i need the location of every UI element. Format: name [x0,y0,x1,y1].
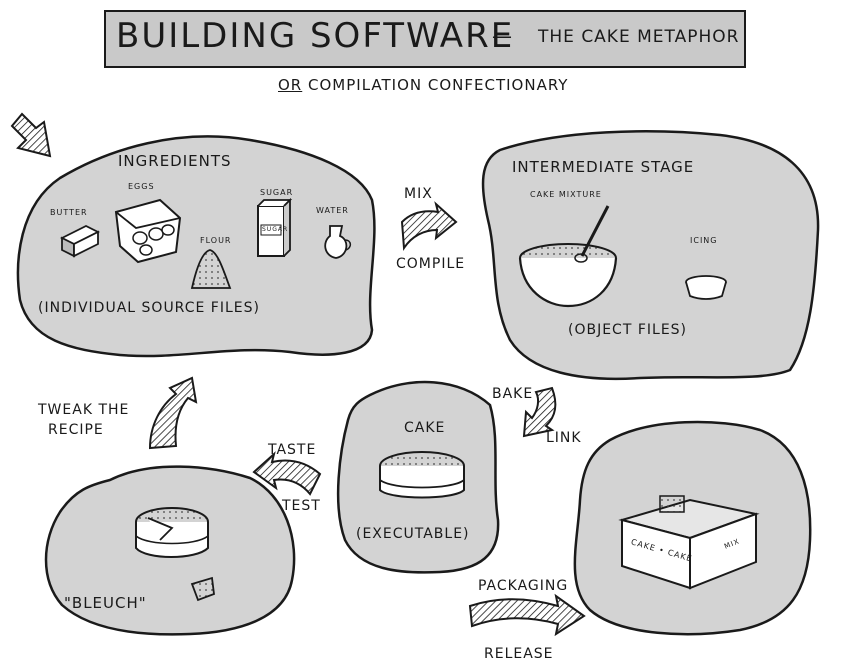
subtitle: OR COMPILATION CONFECTIONARY [278,76,568,94]
flour-icon [190,249,232,289]
butter-icon [59,224,101,258]
intermediate-heading: INTERMEDIATE STAGE [512,158,695,176]
water-label: WATER [316,206,349,215]
compile-label: COMPILE [396,256,466,272]
subtitle-or: OR [278,76,303,94]
cake-mixture-label: CAKE MIXTURE [530,190,602,199]
packaging-label: PACKAGING [478,578,569,594]
ingredients-caption: (INDIVIDUAL SOURCE FILES) [38,300,260,316]
cake-caption: (EXECUTABLE) [356,526,470,542]
cut-cake-icon [135,507,215,602]
entry-arrow-icon [10,112,52,158]
link-label: LINK [546,430,582,446]
title-subtitle: THE CAKE METAPHOR [538,27,740,47]
ingredients-heading: INGREDIENTS [118,152,232,170]
title-banner [104,10,746,68]
cake-box-icon [618,495,760,590]
flour-label: FLOUR [200,236,232,245]
test-label: TEST [282,498,321,514]
bleuch-label: "BLEUCH" [64,594,147,612]
eggs-icon [114,198,182,264]
bake-label: BAKE [492,386,534,402]
eggs-label: EGGS [128,182,155,191]
cake-icon [379,451,465,499]
sugar-icon [257,197,293,257]
sugar-pack-label: SUGAR [262,226,289,233]
intermediate-blob [481,130,820,381]
icing-label: ICING [690,236,718,245]
intermediate-caption: (OBJECT FILES) [568,322,688,338]
mixing-bowl-icon [518,205,618,308]
test-arrow-icon [252,451,322,496]
title-dash: — [492,24,513,48]
tweak-arrow-icon [148,376,198,450]
release-label: RELEASE [484,646,554,662]
water-icon [324,225,352,259]
butter-label: BUTTER [50,208,88,217]
release-arrow-icon [468,593,586,637]
title-main: BUILDING SOFTWARE [116,16,515,56]
sugar-label: SUGAR [260,188,294,197]
subtitle-rest: COMPILATION CONFECTIONARY [308,76,569,94]
tweak-label-line2: RECIPE [48,422,104,438]
cake-heading: CAKE [404,420,446,436]
icing-icon [685,275,727,300]
link-arrow-icon [522,386,557,438]
tweak-label-line1: TWEAK THE [38,402,130,418]
compile-arrow-icon [400,201,458,251]
taste-label: TASTE [268,442,317,458]
mix-label: MIX [404,186,433,202]
ingredients-blob [16,135,376,358]
